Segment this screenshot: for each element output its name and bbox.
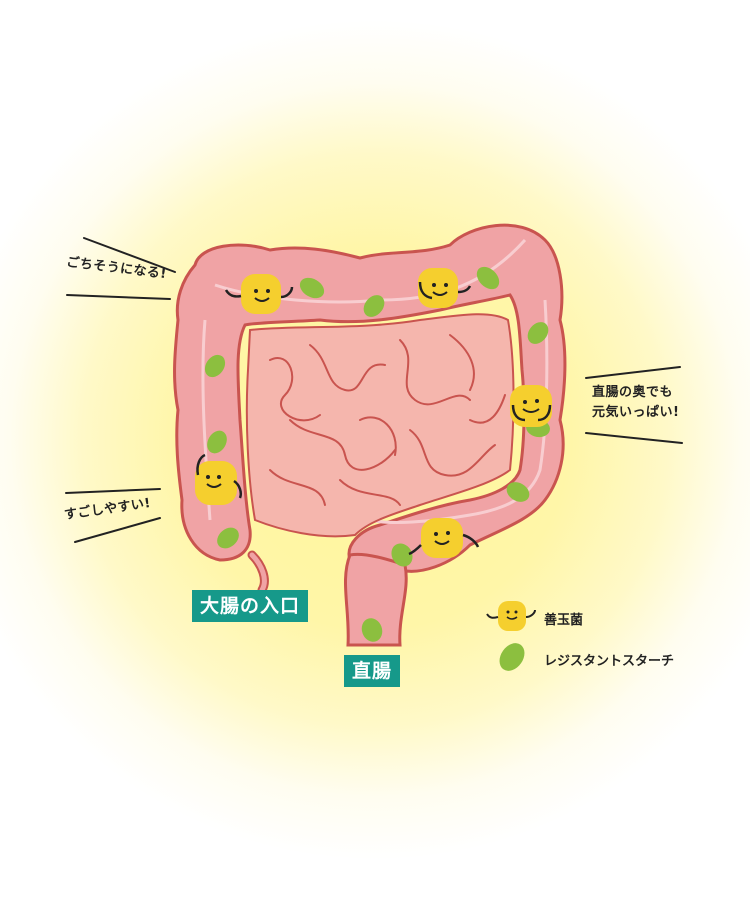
legend-resistant-starch-label: レジスタントスターチ xyxy=(544,654,675,669)
callout-rectum-energetic: 直腸の奥でも 元気いっぱい! xyxy=(592,383,679,423)
bacteria-5 xyxy=(408,518,480,558)
resistant-starch-beans xyxy=(204,266,550,642)
small-intestine xyxy=(245,313,515,538)
good-bacteria-characters xyxy=(195,268,552,558)
bacteria-2 xyxy=(418,268,472,308)
callout-line-1: 直腸の奥でも xyxy=(592,385,674,400)
legend-good-bacteria-icon xyxy=(486,601,536,631)
callout-line-2: 元気いっぱい! xyxy=(592,405,680,420)
legend-good-bacteria-label: 善玉菌 xyxy=(544,613,584,628)
bacteria-4 xyxy=(195,453,242,505)
label-large-intestine-entrance: 大腸の入口 xyxy=(192,590,309,622)
label-rectum: 直腸 xyxy=(344,655,401,687)
legend-resistant-starch-icon xyxy=(499,643,525,671)
callout-lines xyxy=(65,237,683,543)
bacteria-1 xyxy=(224,274,294,314)
bacteria-3 xyxy=(510,385,552,427)
